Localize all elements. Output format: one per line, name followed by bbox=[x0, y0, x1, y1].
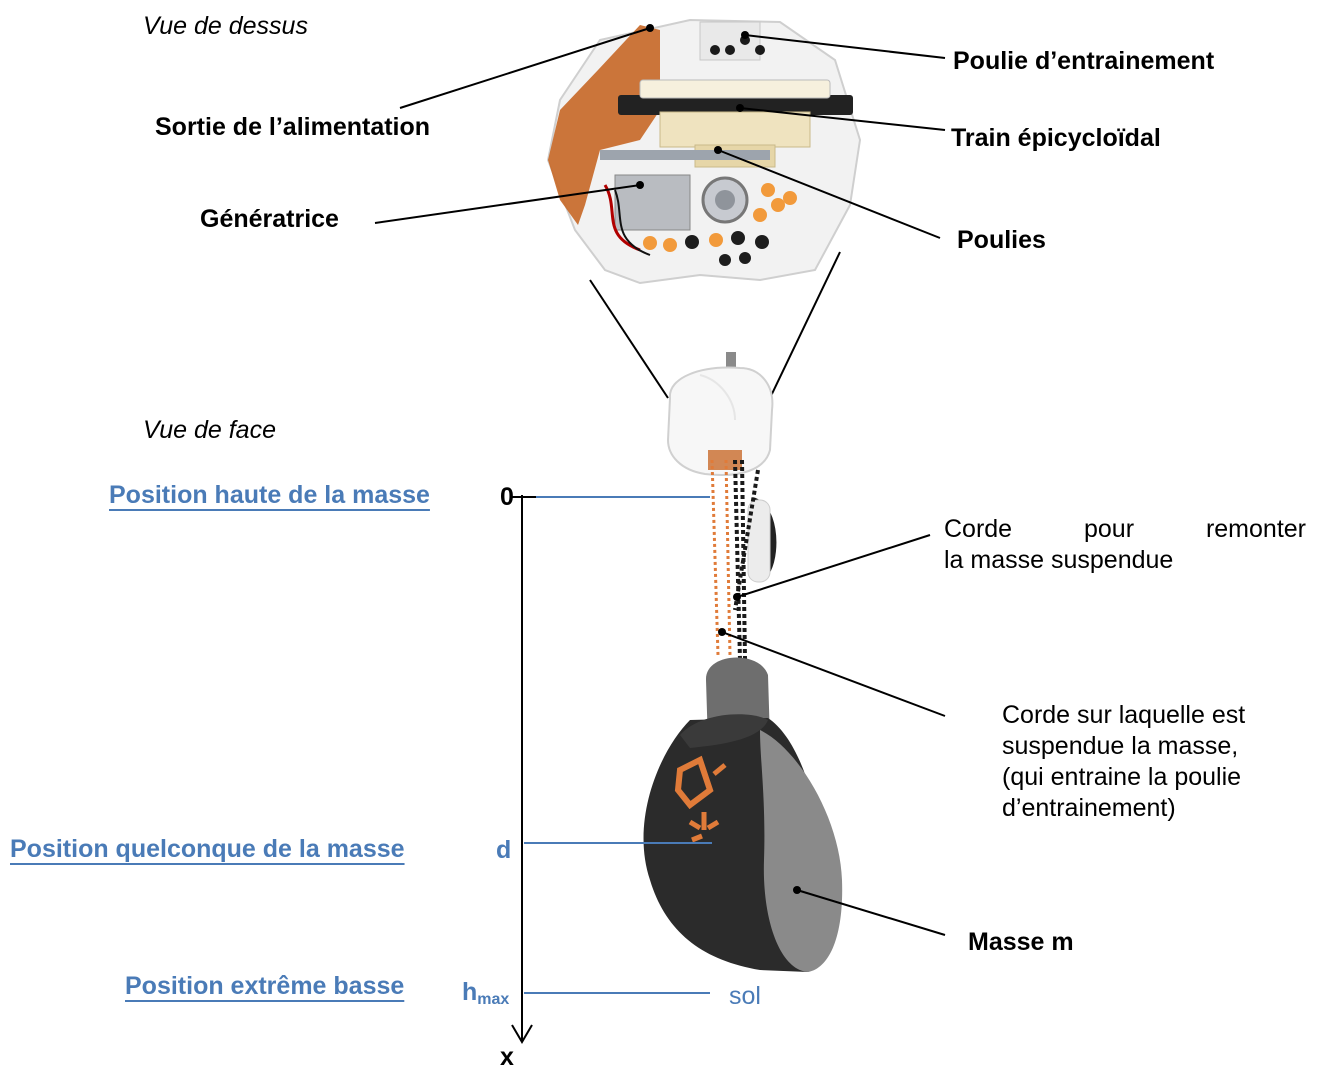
label-poulie-entrainement: Poulie d’entrainement bbox=[953, 47, 1215, 75]
zoom-line-left bbox=[589, 279, 669, 399]
axis-hmax-label: hmax bbox=[462, 978, 510, 1008]
zoom-line-right bbox=[769, 251, 841, 399]
mechanism-cutaway-image bbox=[546, 18, 862, 285]
label-corde-suspendue: Corde sur laquelle est suspendue la mass… bbox=[1002, 701, 1246, 822]
axis-d-label: d bbox=[496, 836, 512, 864]
label-train-epicycloidal: Train épicycloïdal bbox=[951, 124, 1161, 152]
mass-image bbox=[643, 657, 843, 972]
x-axis bbox=[510, 495, 536, 1044]
label-sortie-alimentation: Sortie de l’alimentation bbox=[155, 113, 431, 141]
top-view-title: Vue de dessus bbox=[143, 12, 308, 40]
housing-image bbox=[666, 352, 777, 583]
label-position-basse: Position extrême basse bbox=[125, 972, 405, 1000]
label-corde-remonter: Corde pour remonter la masse suspendue bbox=[944, 515, 1306, 574]
ground-label: sol bbox=[729, 982, 761, 1010]
label-poulies: Poulies bbox=[957, 226, 1046, 254]
label-masse: Masse m bbox=[968, 928, 1074, 956]
label-position-haute: Position haute de la masse bbox=[109, 481, 430, 509]
chains bbox=[710, 459, 760, 661]
label-position-quelconque: Position quelconque de la masse bbox=[10, 835, 405, 863]
front-view-title: Vue de face bbox=[143, 416, 276, 444]
axis-x-label: x bbox=[500, 1043, 514, 1070]
axis-zero-label: 0 bbox=[500, 483, 514, 511]
label-generatrice: Génératrice bbox=[200, 205, 339, 233]
